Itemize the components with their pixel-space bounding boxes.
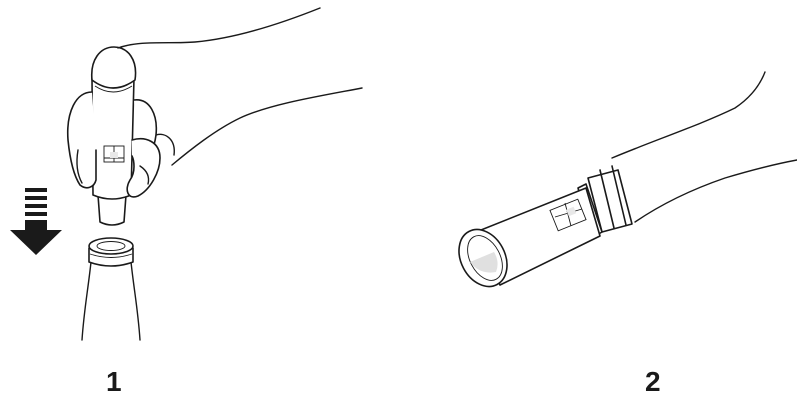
step-2-number: 2 [645, 368, 661, 396]
pourer-device-step-1 [92, 47, 136, 225]
step-1-number: 1 [106, 368, 122, 396]
step-2-illustration [449, 72, 797, 295]
down-arrow-icon [10, 188, 62, 255]
pourer-device-step-2 [449, 188, 600, 295]
bottle-neck [82, 238, 140, 340]
bottle-body-step-2 [612, 72, 797, 222]
step-1-illustration [10, 8, 362, 340]
